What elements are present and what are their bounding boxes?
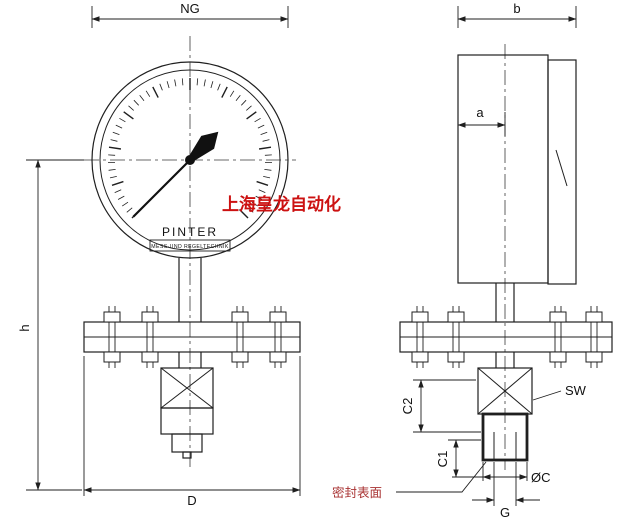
gauge-brand-text: PINTER: [162, 225, 218, 239]
dimension-ng: NG: [91, 1, 289, 28]
dimension-b: b: [457, 1, 577, 28]
dimension-c1: C1: [435, 439, 481, 478]
glass-reflection-line: [555, 149, 568, 187]
dimension-a: a: [457, 105, 506, 136]
callout-sw: SW: [532, 383, 587, 401]
dim-label-sw: SW: [565, 383, 587, 398]
seal-surface-label: 密封表面: [332, 485, 382, 500]
dimension-g: G: [472, 462, 540, 520]
watermark-text: 上海皇龙自动化: [222, 194, 341, 215]
flange-bolts: [103, 306, 603, 368]
side-view: b a: [332, 1, 613, 520]
gauge-needle: [132, 131, 219, 218]
gauge-bezel-outer: [91, 61, 289, 259]
dim-label-phi-c: ØC: [531, 470, 551, 485]
dimension-c2: C2: [400, 379, 481, 433]
dim-label-g: G: [500, 505, 510, 520]
gauge-subtitle-text: MESS-UND REGELTECHNIK: [151, 244, 229, 250]
front-stem: [178, 258, 202, 322]
dimension-phi-c: ØC: [452, 462, 551, 485]
front-view: PINTER MESS-UND REGELTECHNIK: [17, 1, 301, 508]
dimension-h: h: [17, 159, 84, 491]
dim-label-c2: C2: [400, 398, 415, 415]
side-flange: [399, 321, 613, 353]
dim-label-a: a: [476, 105, 484, 120]
side-bezel-ring: [547, 59, 577, 285]
side-case: [457, 54, 549, 284]
front-flange: [83, 321, 301, 353]
side-process-connection: [477, 352, 533, 462]
dim-label-d: D: [187, 493, 196, 508]
side-stem: [495, 283, 515, 322]
front-process-connection: [160, 352, 214, 459]
dim-label-c1: C1: [435, 451, 450, 468]
dimension-d: D: [83, 356, 301, 508]
gauge-subtitle-box: [149, 239, 231, 252]
dim-label-h: h: [17, 324, 32, 331]
dim-label-ng: NG: [180, 1, 200, 16]
seal-surface-note: 密封表面: [332, 461, 487, 500]
dim-label-b: b: [513, 1, 520, 16]
gauge-bezel-inner: [99, 69, 281, 251]
